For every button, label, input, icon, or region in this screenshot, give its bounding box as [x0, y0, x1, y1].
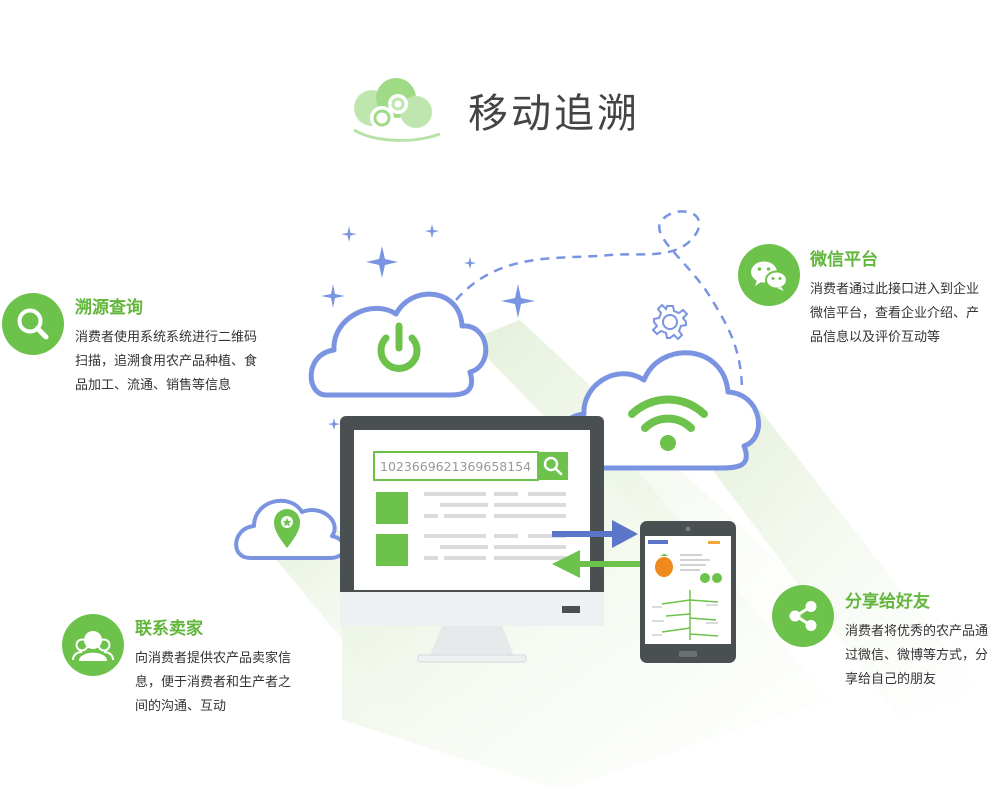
text-lines [424, 492, 566, 560]
wechat-feature-icon [738, 244, 800, 306]
pepper-icon [655, 554, 673, 577]
power-icon [377, 322, 421, 372]
cloud-location [234, 498, 347, 560]
location-pin-icon [274, 509, 300, 548]
cloud-power [308, 291, 489, 398]
gear-icon [651, 303, 689, 341]
share-desc: 消费者将优秀的农产品通过微信、微博等方式，分享给自己的朋友 [845, 624, 989, 687]
share-feature-icon [772, 585, 834, 647]
cloud-shadow [470, 320, 830, 640]
share-icon [789, 601, 817, 631]
logo [348, 74, 444, 150]
arrow-right-icon [552, 520, 638, 548]
sparkles [321, 224, 535, 430]
wifi-icon [628, 395, 708, 432]
trace-desc: 消费者使用系统系统进行二维码扫描，追溯食用农产品种植、食品加工、流通、销售等信息 [75, 330, 258, 393]
trace-title: 溯源查询 [75, 298, 143, 318]
tablet [640, 521, 736, 663]
search-icon [543, 456, 563, 476]
arrow-left-icon [552, 550, 640, 578]
wechat-title: 微信平台 [810, 250, 878, 270]
thumbnail [376, 492, 408, 524]
dashed-path [455, 210, 744, 393]
wechat-icon [751, 261, 788, 291]
search-value: 1023669621369658154 [380, 459, 531, 474]
search-box [373, 451, 539, 481]
wechat-desc: 消费者通过此接口进入到企业微信平台，查看企业介绍、产品信息以及评价互动等 [810, 282, 980, 345]
trace-feature-icon [2, 293, 64, 355]
monitor: 1023669621369658154 [340, 416, 604, 663]
search-button [538, 452, 568, 480]
search-icon [17, 308, 49, 340]
cloud-wifi-shadow [690, 410, 980, 720]
thumbnail [376, 534, 408, 566]
share-title: 分享给好友 [845, 592, 930, 612]
contact-feature-icon [62, 614, 124, 676]
people-icon [72, 631, 114, 661]
contact-desc: 向消费者提供农产品卖家信息，便于消费者和生产者之间的沟通、互动 [135, 651, 292, 714]
page-title: 移动追溯 [468, 91, 640, 137]
contact-title: 联系卖家 [135, 619, 203, 639]
